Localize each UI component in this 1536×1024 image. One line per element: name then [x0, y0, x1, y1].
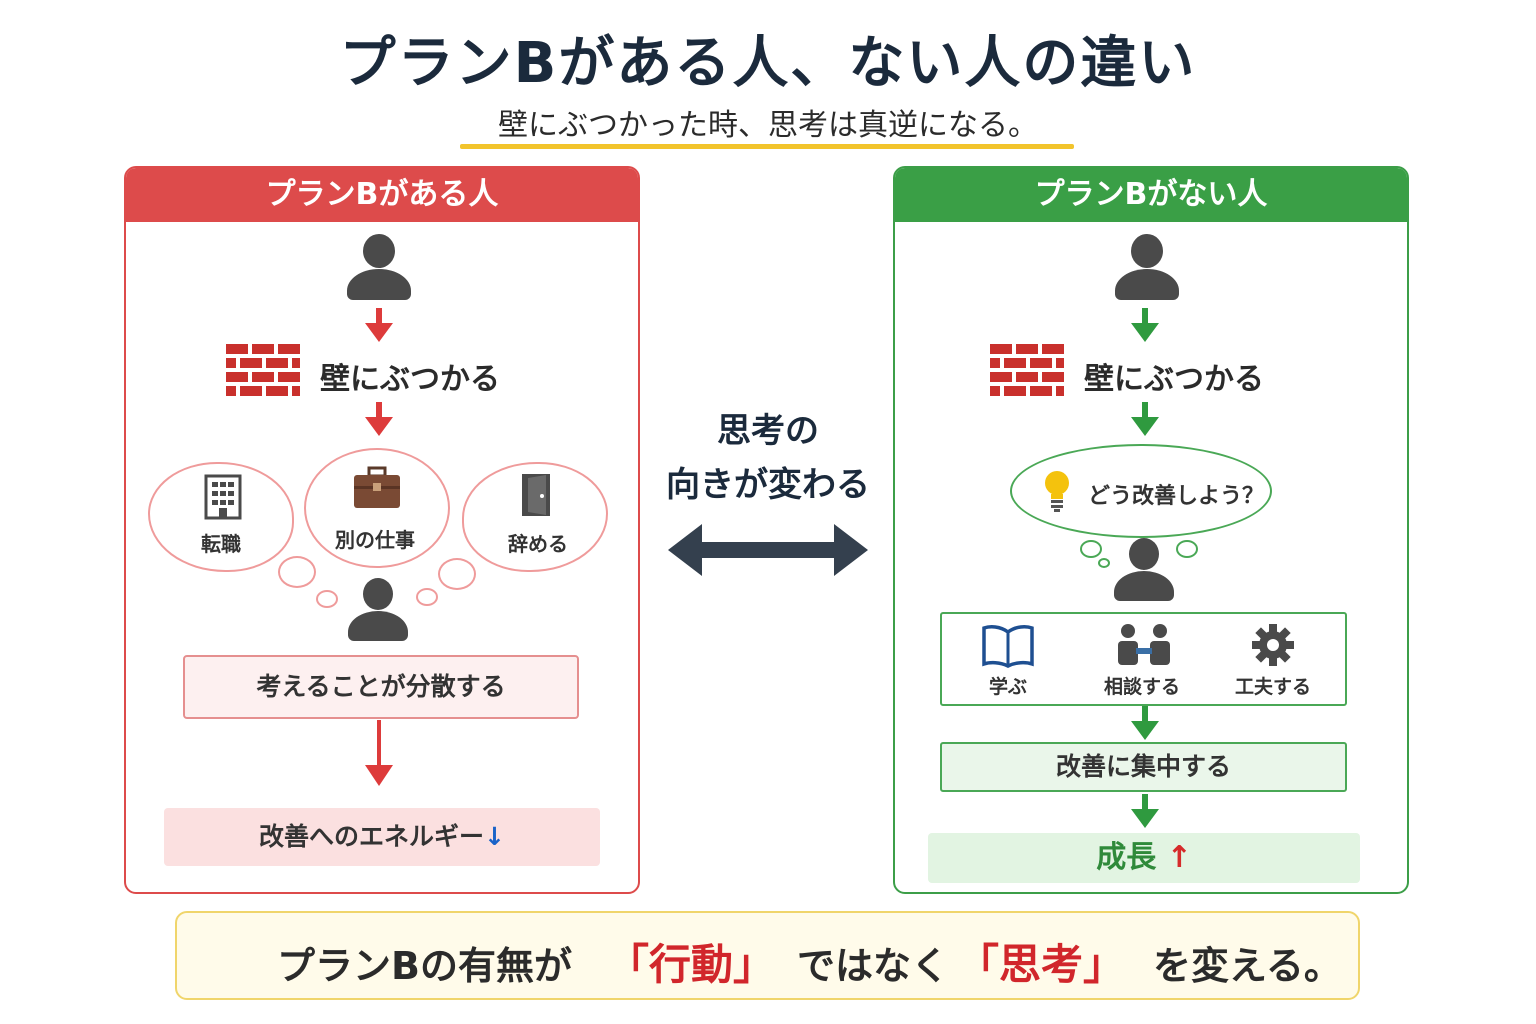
down-arrow-icon — [365, 308, 393, 342]
option-label: 辞める — [508, 532, 568, 556]
action-label: 相談する — [1103, 676, 1180, 698]
thought-bubble — [1098, 558, 1110, 568]
thought-bubble — [316, 590, 338, 608]
thought-text: どう改善しよう？ — [1088, 484, 1265, 509]
conclusion-banner: プランBの有無が 「行動」 ではなく 「思考」 を変える。 — [175, 911, 1360, 1000]
right-wall-label: 壁にぶつかる — [1084, 362, 1264, 397]
building-icon — [204, 474, 242, 520]
down-arrow-icon — [1131, 794, 1159, 828]
option-label: 転職 — [201, 532, 241, 556]
banner-part3: ではなく — [797, 944, 950, 988]
person-icon — [1112, 234, 1182, 302]
person-icon — [346, 578, 410, 642]
lightbulb-icon — [1045, 471, 1069, 512]
person-icon — [1112, 538, 1176, 602]
up-arrow-icon: ↑ — [1166, 840, 1192, 875]
growth-label: 成長 — [1096, 840, 1157, 875]
people-icon — [1118, 624, 1170, 665]
energy-box: 改善へのエネルギー↓ — [164, 808, 600, 866]
banner-keyword-action: 「行動」 — [607, 940, 776, 989]
thought-bubble — [1176, 540, 1198, 558]
briefcase-icon — [354, 466, 400, 508]
center-label-line1: 思考の — [717, 411, 819, 451]
brick-wall-icon — [226, 344, 300, 396]
banner-part1: プランBの有無が — [277, 944, 572, 988]
door-icon — [522, 474, 550, 516]
action-label: 学ぶ — [988, 676, 1027, 698]
down-arrow-icon — [1131, 706, 1159, 740]
left-wall-label: 壁にぶつかる — [320, 362, 500, 397]
option-label: 別の仕事 — [335, 528, 415, 552]
subtitle: 壁にぶつかった時、思考は真逆になる。 — [498, 108, 1038, 143]
down-arrow-icon — [365, 720, 393, 786]
center-label: 思考の 向きが変わる — [640, 404, 896, 512]
person-icon — [344, 234, 414, 302]
subtitle-underline — [460, 144, 1074, 149]
thought-bubble — [1080, 540, 1102, 558]
thought-bubble — [438, 558, 476, 590]
banner-keyword-thought: 「思考」 — [957, 940, 1126, 989]
brick-wall-icon — [990, 344, 1064, 396]
page-title: プランBがある人、ない人の違い — [339, 31, 1197, 96]
down-arrow-icon — [1131, 308, 1159, 342]
thought-bubble — [278, 556, 316, 588]
right-panel-header: プランBがない人 — [895, 168, 1407, 222]
gear-icon — [1252, 624, 1294, 666]
banner-part5: を変える。 — [1153, 944, 1342, 988]
double-arrow-icon — [668, 524, 868, 576]
energy-label: 改善へのエネルギー — [259, 822, 485, 851]
thought-bubble — [416, 588, 438, 606]
disperse-box: 考えることが分散する — [183, 655, 579, 719]
down-arrow-icon: ↓ — [484, 822, 505, 851]
action-label: 工夫する — [1234, 676, 1311, 698]
center-label-line2: 向きが変わる — [666, 465, 870, 505]
growth-box: 成長 ↑ — [928, 833, 1360, 883]
book-icon — [982, 625, 1034, 668]
focus-box: 改善に集中する — [940, 742, 1347, 792]
left-panel-header: プランBがある人 — [126, 168, 638, 222]
down-arrow-icon — [365, 402, 393, 436]
down-arrow-icon — [1131, 402, 1159, 436]
